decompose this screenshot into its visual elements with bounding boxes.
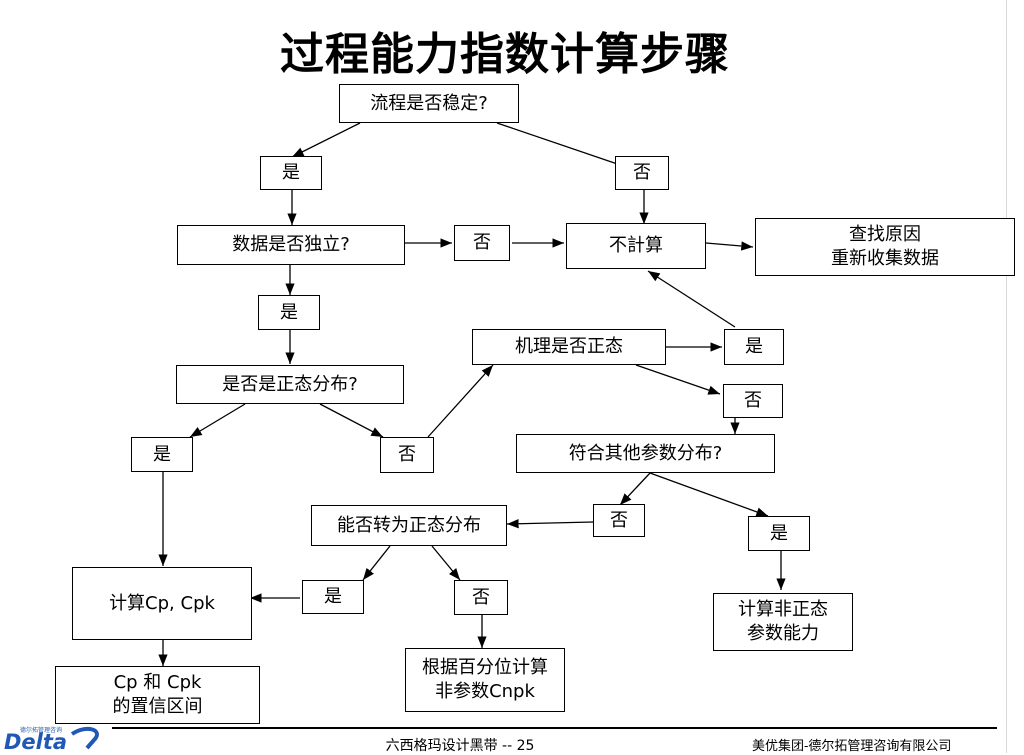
node-normal-distribution-question: 是否是正态分布? <box>176 365 404 404</box>
node-other-distribution-question: 符合其他参数分布? <box>516 434 775 473</box>
node-mechanism-normal-question: 机理是否正态 <box>472 329 666 365</box>
percentile-line-2: 非参数Cnpk <box>435 681 535 702</box>
footer-course-page: 六西格玛设计黑带 -- 25 <box>385 738 535 754</box>
arrow-stable-to-yes <box>291 122 361 158</box>
node-other-yes: 是 <box>748 516 810 551</box>
node-normal-yes: 是 <box>131 437 193 472</box>
node-other-no: 否 <box>593 504 645 537</box>
node-transform-to-normal-question: 能否转为正态分布 <box>311 505 507 546</box>
slide-right-border <box>1006 0 1007 753</box>
arrow-normal-to-no <box>319 403 384 438</box>
ci-line-1: Cp 和 Cpk <box>113 672 202 693</box>
nonnormal-line-2: 参数能力 <box>747 623 819 644</box>
nonnormal-line-1: 计算非正态 <box>738 599 828 620</box>
footer-divider <box>112 727 997 729</box>
node-mechanism-no: 否 <box>723 384 783 418</box>
arrow-other-to-yes <box>649 472 769 517</box>
footer-company: 美优集团-德尔拓管理咨询有限公司 <box>752 739 952 754</box>
arrow-transform-to-no <box>431 545 461 581</box>
node-mechanism-yes: 是 <box>724 329 784 365</box>
node-normal-no: 否 <box>380 437 434 473</box>
delta-logo-swoosh-icon <box>70 726 99 750</box>
find-cause-line-1: 查找原因 <box>849 224 921 245</box>
node-transform-yes: 是 <box>302 580 364 614</box>
node-find-cause-recollect: 查找原因 重新收集数据 <box>755 218 1015 276</box>
node-stable-no: 否 <box>615 156 669 190</box>
arrow-other-no-to-transform <box>506 519 594 529</box>
node-data-independent-question: 数据是否独立? <box>177 225 405 265</box>
arrow-normal-no-to-mech <box>427 364 494 438</box>
arrow-other-to-no <box>619 472 651 506</box>
node-calculate-cp-cpk: 计算Cp, Cpk <box>72 567 252 640</box>
slide-title: 过程能力指数计算步骤 <box>280 29 730 80</box>
node-no-calculation: 不計算 <box>566 223 706 269</box>
node-calculate-nonnormal-capability: 计算非正态 参数能力 <box>713 593 853 651</box>
node-confidence-interval: Cp 和 Cpk 的置信区间 <box>55 666 260 724</box>
node-independent-no: 否 <box>454 225 510 261</box>
find-cause-line-2: 重新收集数据 <box>831 248 939 269</box>
arrow-mech-yes-to-nocalc <box>647 270 736 328</box>
delta-logo: Delta <box>4 730 68 754</box>
arrow-stable-to-no <box>496 122 636 171</box>
arrow-mech-to-no <box>635 364 721 395</box>
node-transform-no: 否 <box>454 580 508 615</box>
node-percentile-cnpk: 根据百分位计算 非参数Cnpk <box>405 648 565 712</box>
ci-line-2: 的置信区间 <box>112 696 203 717</box>
node-process-stable-question: 流程是否稳定? <box>339 84 519 123</box>
arrow-normal-to-yes <box>189 403 246 438</box>
percentile-line-1: 根据百分位计算 <box>422 657 548 678</box>
arrow-nocalc-to-findcause <box>705 241 754 251</box>
node-stable-yes: 是 <box>260 156 322 190</box>
node-independent-yes: 是 <box>258 295 320 330</box>
logo-caption: 德尔拓管理咨询 <box>20 727 63 734</box>
arrow-transform-to-yes <box>362 545 391 581</box>
